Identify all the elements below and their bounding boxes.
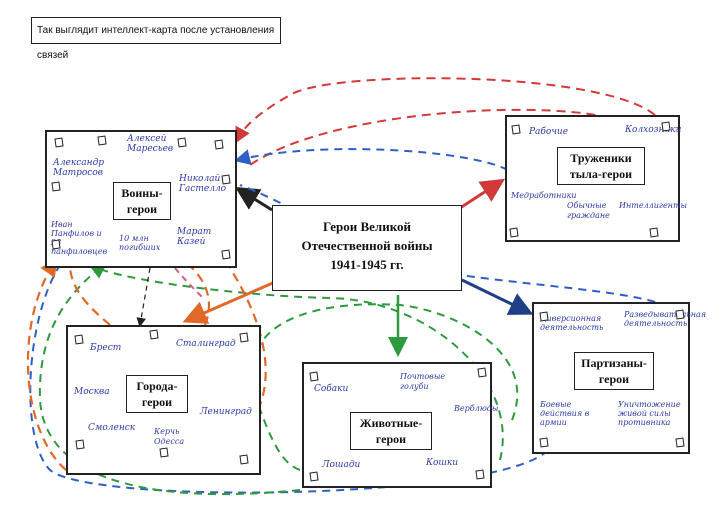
square-mark (539, 311, 549, 322)
square-mark (475, 469, 485, 480)
truzheniki-item-medrabotniki: Медработники (511, 191, 577, 200)
branch-truzheniki-title: Труженики тыла-герои (557, 147, 645, 185)
goroda-item-smolensk: Смоленск (88, 423, 136, 433)
partizany-item-razvedka: Разведывательная деятельность (624, 310, 707, 328)
square-mark (214, 139, 224, 150)
goroda-item-stalingrad: Сталинград (176, 339, 236, 349)
partizany-item-diversii: Диверсионная деятельность (540, 314, 604, 332)
zhivotnye-item-koshki: Кошки (426, 458, 459, 468)
square-mark (51, 239, 61, 250)
square-mark (177, 137, 187, 148)
square-mark (75, 439, 85, 450)
voiny-item-kazei: Марат Казей (177, 227, 212, 247)
zhivotnye-item-loshadi: Лошади (322, 460, 361, 470)
goroda-item-kerch-odessa: Керчь Одесса (154, 427, 185, 446)
square-mark (149, 329, 159, 340)
square-mark (661, 121, 671, 132)
square-mark (675, 437, 685, 448)
arrow-to-goroda (182, 280, 276, 324)
square-mark (221, 249, 231, 260)
truzheniki-item-kolkhozniki: Колхозники (625, 125, 682, 135)
square-mark (74, 334, 84, 345)
arrow-to-truzheniki (459, 178, 506, 210)
truzheniki-item-grazhdane: Обычные граждане (567, 201, 610, 220)
voiny-item-10mln: 10 млн погибших (119, 234, 161, 252)
voiny-item-matrosov: Александр Матросов (53, 158, 105, 178)
partizany-item-unichtozhenie: Уничтожение живой силы противника (618, 400, 681, 427)
square-mark (239, 454, 249, 465)
zhivotnye-item-golubi: Почтовые голуби (400, 372, 446, 391)
square-mark (51, 181, 61, 192)
square-mark (539, 437, 549, 448)
voiny-item-gastello: Николай Гастелло (179, 174, 227, 194)
central-line-2: Отечественной войны (301, 238, 433, 253)
partizany-item-boevye: Боевые действия в армии (540, 400, 590, 427)
square-mark (97, 135, 107, 146)
branch-partizany-title: Партизаны- герои (574, 352, 654, 390)
square-mark (511, 124, 521, 135)
dashed-blue-link (234, 148, 509, 171)
goroda-item-moskva: Москва (74, 387, 110, 397)
square-mark (309, 371, 319, 382)
goroda-item-leningrad: Ленинград (200, 407, 252, 417)
square-mark (159, 447, 169, 458)
central-topic[interactable]: Герои Великой Отечественной войны 1941-1… (272, 205, 462, 291)
dashed-orange-link (26, 258, 67, 471)
branch-zhivotnye[interactable]: Животные- герои Собаки Почтовые голуби В… (302, 362, 499, 488)
voiny-item-maresyev: Алексей Маресьев (127, 134, 174, 154)
square-mark (477, 367, 487, 378)
central-line-3: 1941-1945 гг. (330, 257, 404, 272)
branch-voiny-title: Воины- герои (113, 182, 171, 220)
branch-goroda[interactable]: Города- герои Брест Сталинград Москва См… (66, 325, 261, 475)
zhivotnye-item-sobaki: Собаки (314, 384, 349, 394)
square-mark (309, 471, 319, 482)
square-mark (649, 227, 659, 238)
branch-zhivotnye-title: Животные- герои (350, 412, 432, 450)
branch-partizany[interactable]: Партизаны- герои Диверсионная деятельнос… (532, 302, 707, 454)
voiny-item-panfilov: Иван Панфилов и 28 панфиловцев (51, 220, 108, 256)
central-line-1: Герои Великой (322, 219, 412, 234)
branch-goroda-title: Города- герои (126, 375, 188, 413)
branch-voiny[interactable]: Воины- герои Алексей Маресьев Александр … (45, 130, 237, 268)
arrow-to-voiny (234, 186, 273, 212)
zhivotnye-item-verblyudy: Верблюды (454, 404, 499, 413)
arrow-to-partizany (461, 278, 534, 315)
square-mark (675, 309, 685, 320)
caption: Так выглядит интеллект-карта после устан… (31, 17, 281, 61)
truzheniki-item-rabochie: Рабочие (529, 127, 569, 137)
square-mark (54, 137, 64, 148)
goroda-item-brest: Брест (90, 343, 122, 353)
branch-truzheniki[interactable]: Труженики тыла-герои Рабочие Колхозники … (505, 115, 688, 242)
truzheniki-item-intelligenty: Интеллигенты (619, 201, 688, 210)
square-mark (509, 227, 519, 238)
square-mark (221, 174, 231, 185)
square-mark (239, 332, 249, 343)
